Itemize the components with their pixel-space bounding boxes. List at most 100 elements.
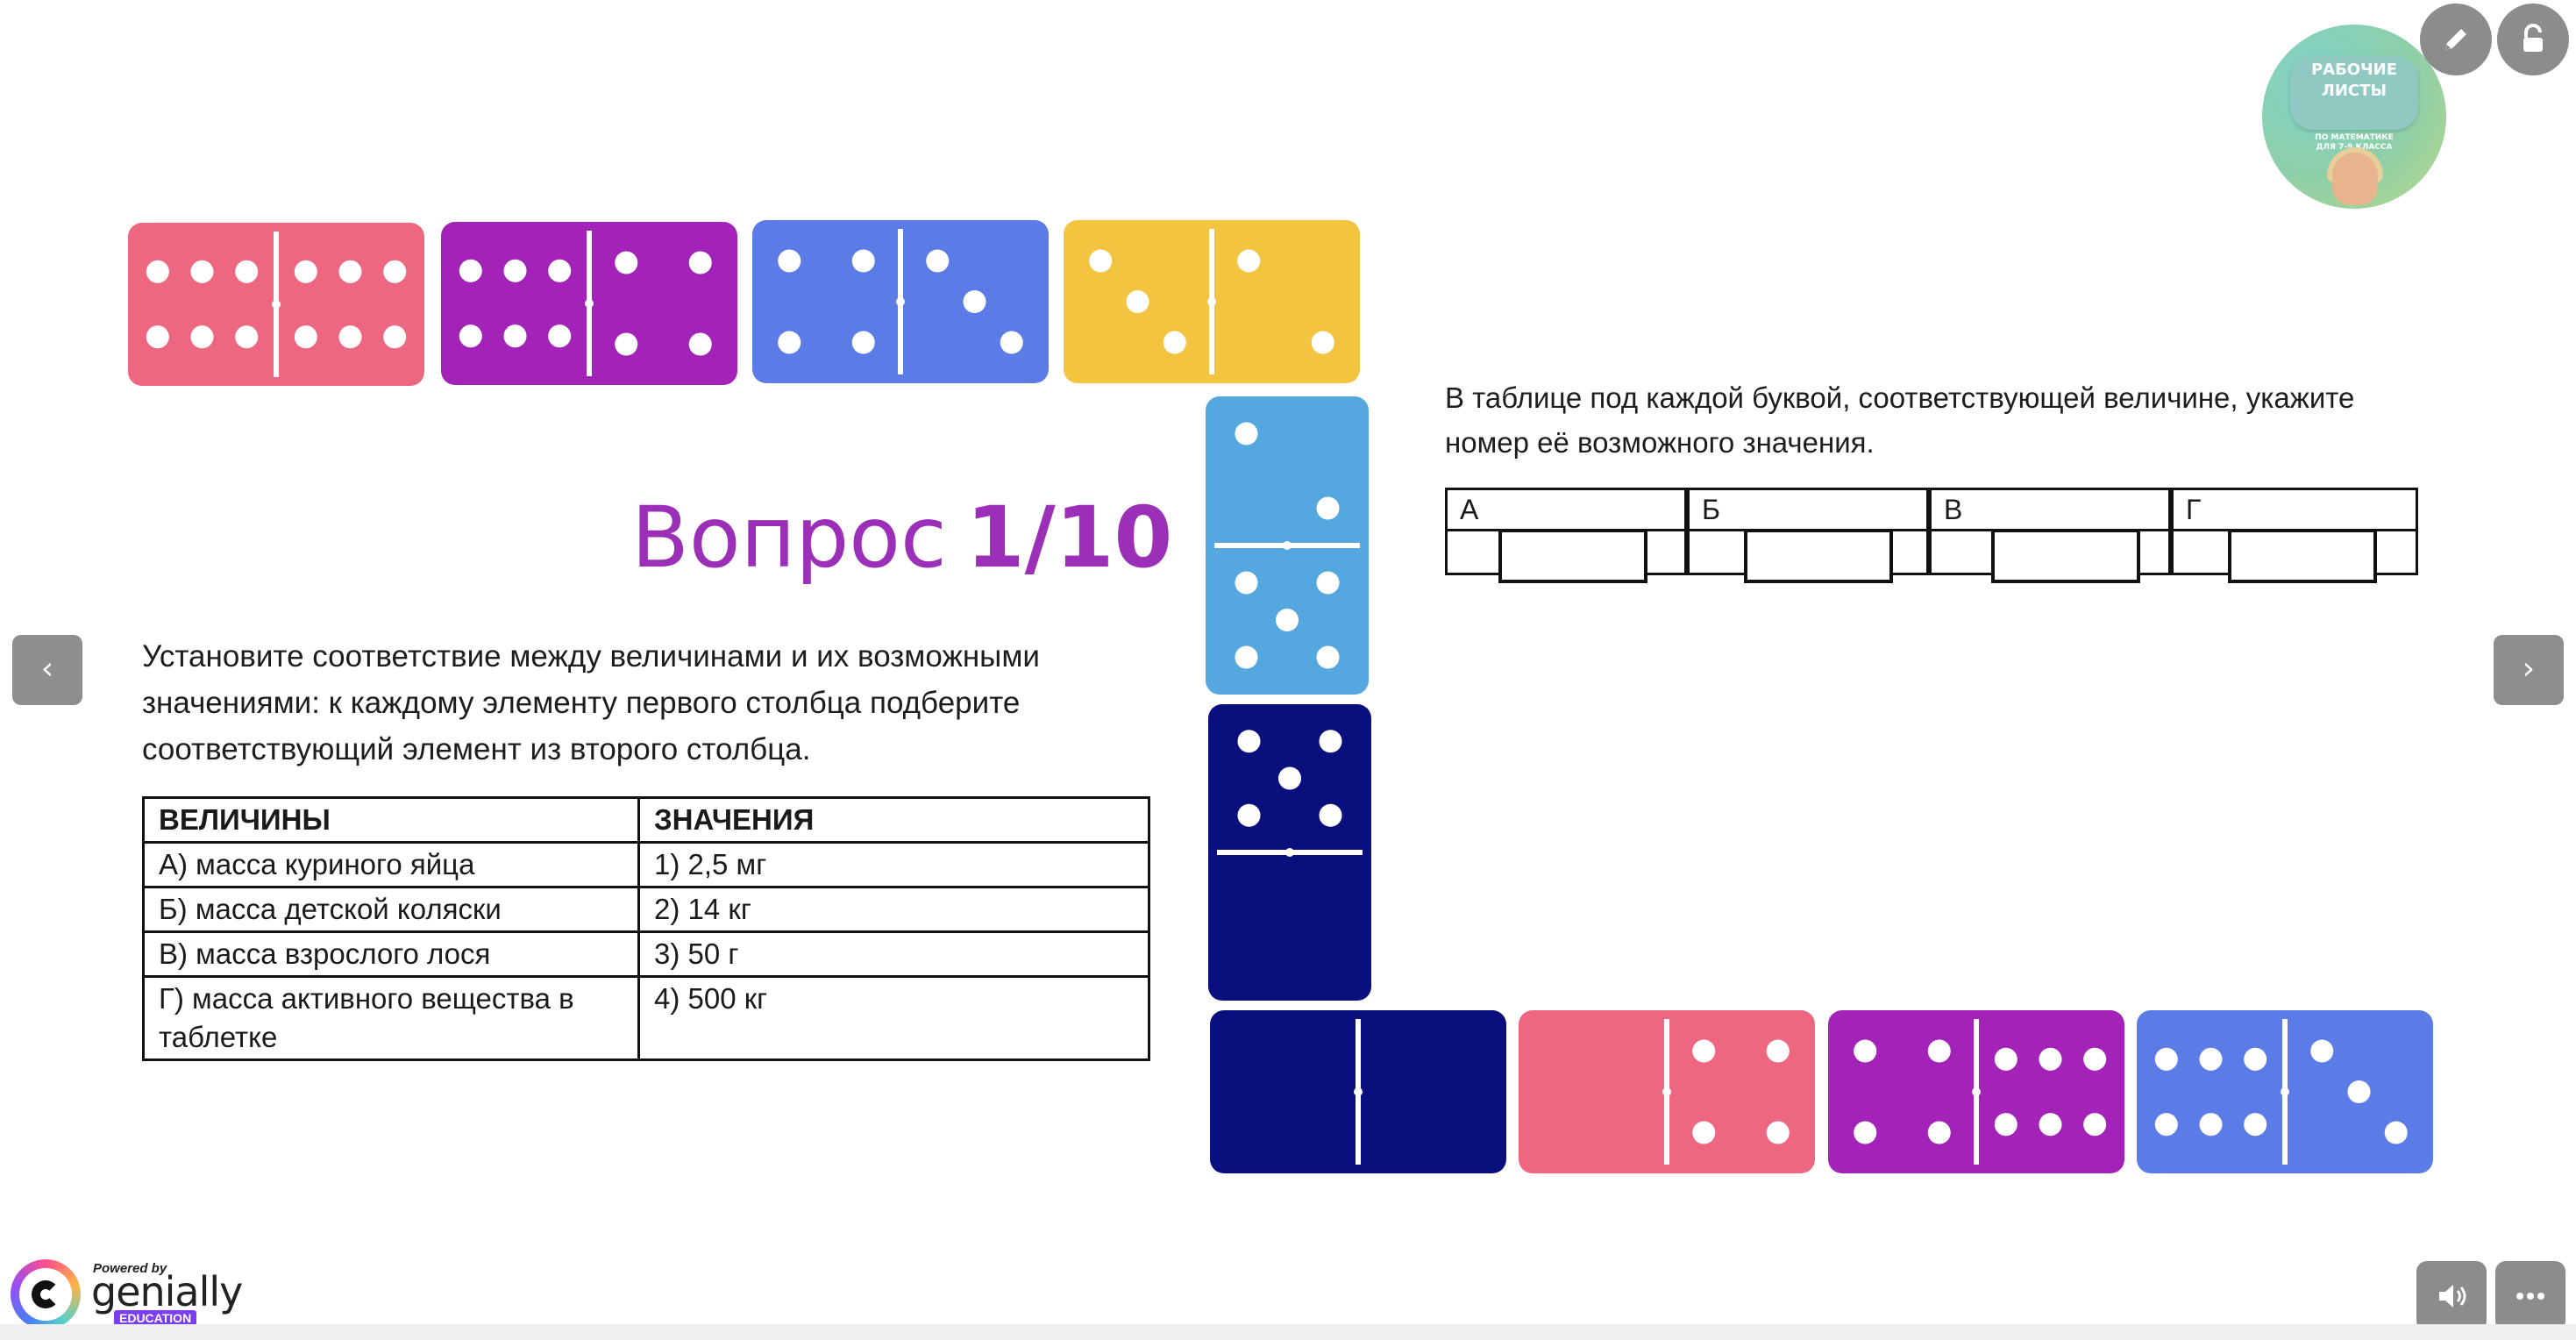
domino-face: [1214, 422, 1360, 669]
unlock-icon: [2523, 24, 2543, 52]
answer-instruction: В таблице под каждой буквой, соответству…: [1445, 375, 2462, 465]
domino-face: [459, 231, 712, 376]
domino-face: [1854, 1019, 2107, 1165]
domino-3: [752, 220, 1049, 383]
domino-pip: [338, 325, 362, 349]
domino-pip: [548, 259, 572, 282]
domino-6: [1208, 704, 1371, 1001]
domino-pip: [1692, 1121, 1716, 1144]
domino-pip: [1319, 803, 1342, 827]
value-cell: 4) 500 кг: [637, 975, 1150, 1061]
question-number: 1/10: [965, 488, 1173, 587]
quantity-cell: В) масса взрослого лося: [142, 930, 640, 978]
domino-pip: [1927, 1121, 1951, 1144]
domino-center-dot: [1662, 1087, 1671, 1096]
education-badge: EDUCATION: [114, 1310, 197, 1326]
header-values: ЗНАЧЕНИЯ: [637, 796, 1150, 844]
domino-pip: [2199, 1113, 2223, 1137]
answer-input-a[interactable]: [1498, 529, 1647, 583]
domino-pip: [963, 289, 986, 314]
answer-input-g[interactable]: [2228, 529, 2377, 583]
domino-pip: [235, 325, 259, 349]
table-header-row: ВЕЛИЧИНЫ ЗНАЧЕНИЯ: [142, 796, 1150, 844]
domino-pip: [190, 260, 214, 283]
domino-pip: [2083, 1047, 2107, 1071]
domino-center-dot: [585, 299, 594, 308]
chevron-right-icon: ›: [2522, 651, 2536, 687]
domino-pip: [2154, 1047, 2178, 1071]
domino-pip: [2347, 1080, 2371, 1104]
domino-pip: [2039, 1047, 2062, 1071]
domino-7: [1210, 1010, 1506, 1173]
sound-button[interactable]: [2416, 1261, 2487, 1331]
domino-face: [1217, 730, 1363, 857]
answer-instruction-line: В таблице под каждой буквой, соответству…: [1445, 381, 2355, 414]
domino-pip: [294, 260, 317, 283]
domino-pip: [190, 325, 214, 349]
domino-pip: [615, 251, 638, 274]
domino-pip: [1766, 1039, 1790, 1063]
worksheets-logo: РАБОЧИЕ ЛИСТЫ ПО МАТЕМАТИКЕ ДЛЯ 7-9 КЛАС…: [2262, 25, 2446, 209]
domino-pip: [1275, 608, 1299, 632]
table-row: А) масса куриного яйца 1) 2,5 мг: [142, 841, 1150, 888]
question-word: Вопрос: [631, 488, 947, 587]
domino-pip: [2310, 1039, 2334, 1063]
domino-pip: [1854, 1121, 1877, 1144]
answer-instruction-line: номер её возможного значения.: [1445, 426, 1875, 459]
next-slide-button[interactable]: ›: [2494, 635, 2564, 705]
quantity-cell: Г) масса активного вещества в таблетке: [142, 975, 640, 1061]
unlock-button[interactable]: [2497, 4, 2569, 75]
genially-wordmark[interactable]: genially: [91, 1268, 243, 1315]
domino-pip: [1766, 1121, 1790, 1144]
domino-face: [778, 229, 1023, 374]
domino-pip: [851, 331, 875, 354]
domino-pip: [2244, 1113, 2267, 1137]
value-cell: 3) 50 г: [637, 930, 1150, 978]
domino-pip: [459, 324, 482, 348]
domino-center-dot: [896, 297, 905, 306]
edit-button[interactable]: [2420, 4, 2492, 75]
domino-center-dot: [1354, 1087, 1363, 1096]
instruction-line: соответствующий элемент из второго столб…: [142, 732, 811, 766]
quantity-cell: Б) масса детской коляски: [142, 886, 640, 933]
domino-pip: [1235, 645, 1258, 669]
domino-pip: [2384, 1121, 2408, 1144]
domino-pip: [1692, 1039, 1716, 1063]
matching-table: ВЕЛИЧИНЫ ЗНАЧЕНИЯ А) масса куриного яйца…: [142, 796, 1150, 1061]
domino-pip: [851, 249, 875, 273]
logo-pill: [2290, 56, 2418, 130]
quantity-cell: А) масса куриного яйца: [142, 841, 640, 888]
domino-pip: [2039, 1113, 2062, 1137]
domino-pip: [778, 331, 801, 354]
value-cell: 2) 14 кг: [637, 886, 1150, 933]
domino-pip: [2154, 1113, 2178, 1137]
value-cell: 1) 2,5 мг: [637, 841, 1150, 888]
domino-face: [1089, 229, 1334, 374]
domino-pip: [1089, 249, 1113, 273]
answer-cell-g: Г: [2171, 488, 2418, 583]
answer-input-b[interactable]: [1744, 529, 1893, 583]
domino-pip: [1311, 331, 1334, 354]
answer-letter: В: [1944, 494, 1963, 525]
more-icon: [2516, 1293, 2544, 1300]
answer-input-v[interactable]: [1991, 529, 2140, 583]
domino-pip: [459, 259, 482, 282]
domino-pip: [1854, 1039, 1877, 1063]
domino-8: [1519, 1010, 1815, 1173]
domino-pip: [1319, 730, 1342, 753]
domino-10: [2137, 1010, 2433, 1173]
header-quantities: ВЕЛИЧИНЫ: [142, 796, 640, 844]
answer-cell-a: А: [1445, 488, 1687, 583]
genially-logo-icon[interactable]: [11, 1259, 81, 1329]
domino-pip: [688, 332, 712, 356]
more-button[interactable]: [2495, 1261, 2565, 1331]
answer-letter: Г: [2186, 494, 2202, 525]
prev-slide-button[interactable]: ‹: [12, 635, 82, 705]
powered-by-label: Powered by: [93, 1261, 167, 1276]
domino-face: [2154, 1019, 2408, 1165]
domino-center-dot: [1285, 848, 1294, 857]
answer-grid: А Б В Г: [1445, 488, 2418, 583]
domino-pip: [338, 260, 362, 283]
domino-pip: [235, 260, 259, 283]
